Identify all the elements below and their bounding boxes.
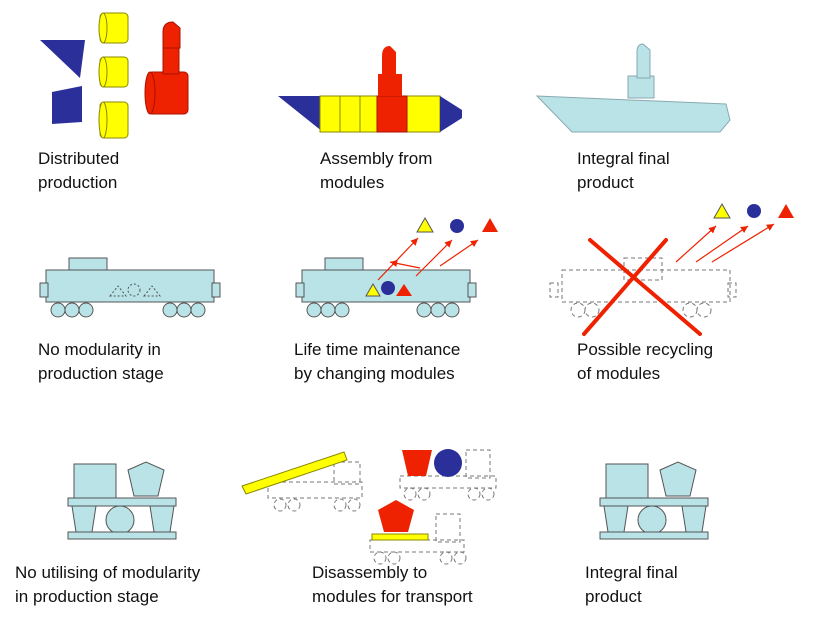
caption-line: Life time maintenance	[294, 340, 461, 359]
caption-integral-final-product-top: Integral final product	[577, 147, 670, 195]
navy-circle-icon	[450, 219, 464, 233]
caption-distributed-production: Distributed production	[38, 147, 119, 195]
caption-line: product	[585, 587, 642, 606]
caption-line: product	[577, 173, 634, 192]
train-maintenance-illustration	[295, 216, 498, 318]
navy-triangle-top	[40, 40, 85, 78]
caption-line: Integral final	[585, 563, 678, 582]
yellow-cylinder-modules	[98, 12, 129, 139]
assembled-submarine-illustration	[278, 46, 462, 133]
stacked-platform-illustration-a	[67, 461, 177, 540]
caption-line: by changing modules	[294, 364, 455, 383]
caption-life-time-maintenance: Life time maintenance by changing module…	[294, 338, 460, 386]
integral-submarine-illustration	[535, 43, 731, 133]
caption-line: Possible recycling	[577, 340, 714, 359]
disassembly-transport-illustration	[241, 449, 497, 565]
red-triangle-icon	[482, 218, 498, 232]
stacked-platform-illustration-b	[599, 461, 709, 540]
caption-disassembly-transport: Disassembly to modules for transport	[312, 561, 473, 609]
yellow-triangle-icon	[416, 216, 434, 233]
caption-line: in production stage	[15, 587, 159, 606]
caption-line: production stage	[38, 364, 164, 383]
submarine-hull	[535, 95, 731, 133]
distributed-production-illustration	[40, 12, 189, 139]
caption-line: Assembly from	[320, 149, 433, 168]
caption-line: modules for transport	[312, 587, 473, 606]
navy-triangle-bottom	[52, 86, 82, 124]
red-tower-module	[144, 21, 189, 115]
caption-integral-final-product-bottom: Integral final product	[585, 561, 678, 609]
red-center-module	[376, 95, 408, 133]
caption-line: No modularity in	[38, 340, 161, 359]
navy-tail	[278, 96, 323, 132]
caption-possible-recycling: Possible recycling of modules	[577, 338, 713, 386]
caption-line: No utilising of modularity	[15, 563, 201, 582]
caption-line: modules	[320, 173, 385, 192]
caption-line: Disassembly to	[312, 563, 428, 582]
caption-line: Integral final	[577, 149, 670, 168]
train-no-modularity-illustration	[39, 257, 221, 318]
train-recycling-illustration	[549, 202, 794, 336]
caption-line: Distributed	[38, 149, 120, 168]
caption-no-utilising-modularity: No utilising of modularity in production…	[15, 561, 200, 609]
navy-nose	[440, 96, 462, 132]
caption-no-modularity: No modularity in production stage	[38, 338, 164, 386]
caption-line: production	[38, 173, 118, 192]
caption-assembly-from-modules: Assembly from modules	[320, 147, 432, 195]
red-cross	[582, 238, 702, 336]
caption-line: of modules	[577, 364, 661, 383]
